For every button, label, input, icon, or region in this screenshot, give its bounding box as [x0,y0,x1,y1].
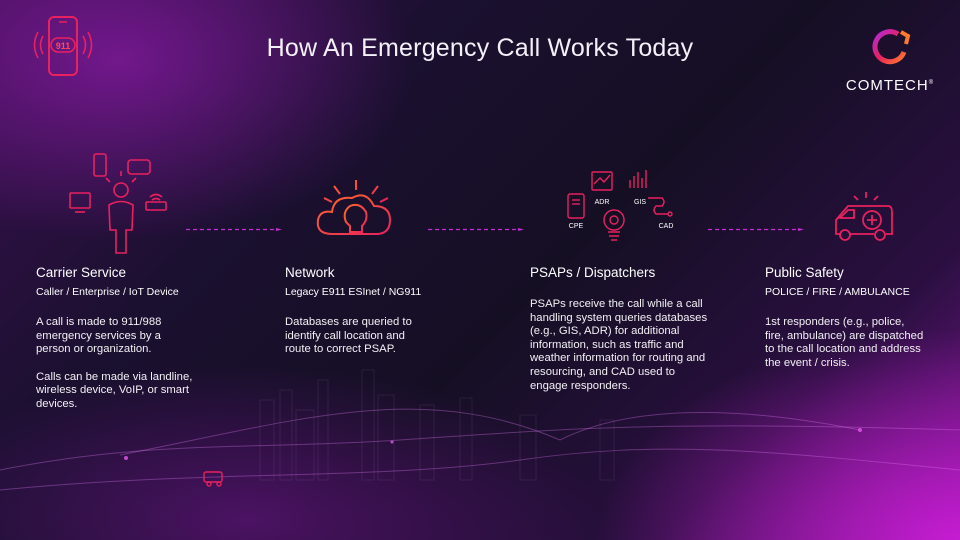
cpe-label: CPE [569,223,584,230]
column-paragraph: Databases are queried to identify call l… [285,316,412,356]
page-title: How An Emergency Call Works Today [266,34,694,62]
adr-label: ADR [595,199,610,206]
small-ambulance-icon [203,471,223,487]
column-title: Network [285,265,335,280]
psap-systems-icon: ADR GIS CPE CAD [567,170,674,241]
column-public-safety: Public Safety POLICE / FIRE / AMBULANCE … [765,265,935,384]
column-carrier-service: Carrier Service Caller / Enterprise / Io… [36,265,216,426]
cad-label: CAD [659,223,674,230]
flow-arrow-1 [186,228,282,231]
column-paragraph: PSAPs receive the call while a call hand… [530,298,708,392]
caller-devices-icon [69,153,167,254]
brand-logo: COMTECH® [842,26,938,94]
column-subtitle: Caller / Enterprise / IoT Device [36,286,179,298]
brand-name: COMTECH® [845,77,935,94]
column-network: Network Legacy E911 ESInet / NG911 Datab… [285,265,425,371]
column-psaps-dispatchers: PSAPs / Dispatchers PSAPs receive the ca… [530,265,715,407]
column-paragraph: 1st responders (e.g., police, fire, ambu… [765,316,924,369]
column-paragraph: A call is made to 911/988 emergency serv… [36,316,162,356]
flow-arrow-2 [428,228,524,231]
column-title: PSAPs / Dispatchers [530,265,656,280]
gis-label: GIS [634,199,646,206]
column-subtitle: POLICE / FIRE / AMBULANCE [765,286,910,298]
ambulance-icon [835,192,893,241]
phone-badge-text: 911 [56,41,71,51]
column-paragraph: Calls can be made via landline, wireless… [36,370,193,410]
phone-911-icon: 911 [33,16,93,76]
cloud-lightbulb-icon [316,180,392,243]
comtech-ring-icon [872,29,911,65]
flow-arrow-3 [708,228,804,231]
column-title: Carrier Service [36,265,127,280]
column-title: Public Safety [765,265,844,280]
column-subtitle: Legacy E911 ESInet / NG911 [285,286,422,298]
